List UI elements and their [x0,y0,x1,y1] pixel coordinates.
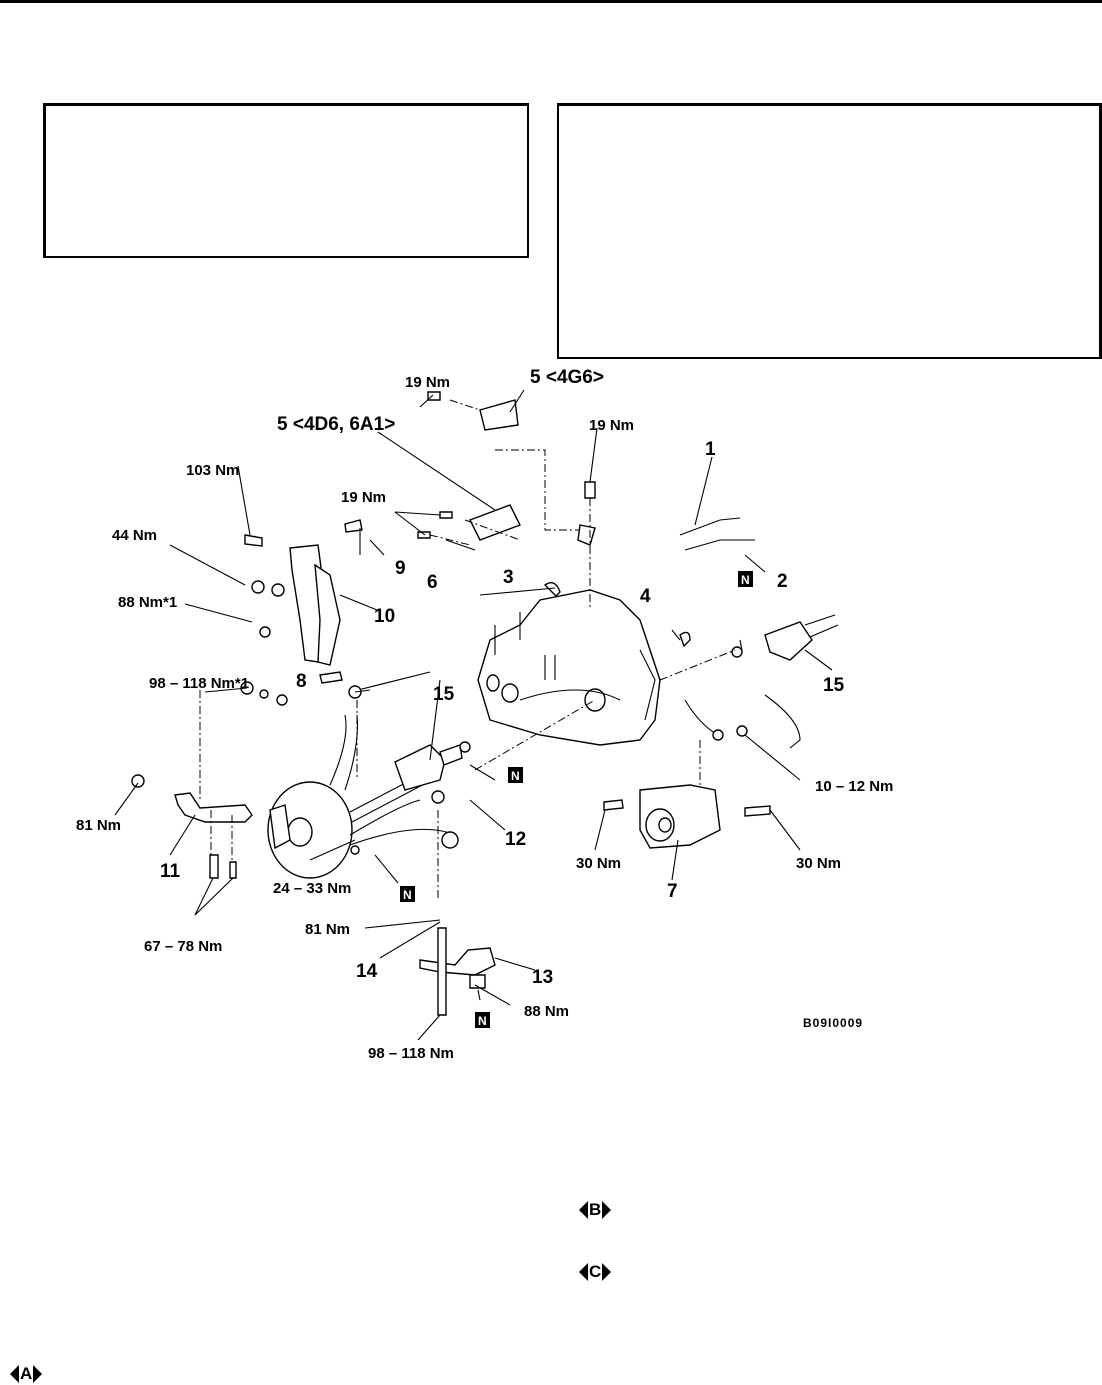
figure-code: B09I0009 [803,1016,863,1030]
leader-lines [114,389,833,1041]
callout-3: 3 [503,567,514,588]
transmission-case [477,589,661,746]
torque-98-118nm-star: 98 – 118 Nm*1 [149,675,249,692]
hub-assembly [267,714,463,879]
triangle-right-icon [602,1263,612,1281]
svg-text:N: N [741,573,750,587]
callout-7: 7 [667,881,678,902]
svg-text:N: N [403,888,412,902]
exploded-diagram: 5 <4G6> 5 <4D6, 6A1> 1 2 3 4 6 7 8 9 10 … [76,367,893,1062]
triangle-right-icon [33,1365,43,1383]
callout-9: 9 [395,558,406,579]
assembly-lines [199,399,736,900]
reference-marker-c: C [579,1263,612,1281]
torque-30nm-left: 30 Nm [576,855,621,872]
bracket-13 [419,927,496,1016]
starter-motor [603,784,771,849]
info-box-left [43,103,529,258]
callout-2: 2 [777,571,788,592]
torque-19nm-top: 19 Nm [405,374,450,391]
torque-19nm-right: 19 Nm [589,417,634,434]
torque-10-12nm: 10 – 12 Nm [815,778,893,795]
page-header-rule [0,0,1102,3]
info-box-right [557,103,1102,359]
torque-98-118nm: 98 – 118 Nm [368,1045,454,1062]
callout-13: 13 [532,967,553,988]
callout-15-right: 15 [823,675,845,696]
callout-5-4d6-6a1: 5 <4D6, 6A1> [277,414,395,435]
bracket-11 [174,792,253,879]
triangle-left-icon [579,1263,588,1281]
cables-and-hoses [543,517,801,749]
fasteners [131,580,471,855]
svg-text:N: N [511,769,520,783]
triangle-left-icon [10,1365,19,1383]
drive-shaft-right [731,614,839,661]
triangle-right-icon [602,1201,612,1219]
callout-8: 8 [296,671,307,692]
callout-10: 10 [374,606,395,627]
torque-19nm-mid: 19 Nm [341,489,386,506]
tie-rod-end [344,519,431,699]
callout-6: 6 [427,572,438,593]
new-part-badge: N [738,571,753,587]
callout-14: 14 [356,961,378,982]
callout-12: 12 [505,829,526,850]
callout-15-left: 15 [433,684,455,705]
torque-103nm: 103 Nm [186,462,239,479]
new-part-badge: N [400,886,415,902]
new-part-badge: N [508,767,523,783]
torque-44nm: 44 Nm [112,527,157,544]
torque-30nm-right: 30 Nm [796,855,841,872]
callout-1: 1 [705,439,716,460]
shift-cable-bracket [417,391,596,546]
torque-81nm-left: 81 Nm [76,817,121,834]
callout-5-4g6: 5 <4G6> [530,367,604,388]
reference-marker-a: A [10,1365,43,1383]
callout-11: 11 [160,861,181,882]
torque-88nm: 88 Nm [524,1003,569,1020]
reference-marker-b: B [579,1201,612,1219]
new-part-badge: N [475,1012,490,1028]
torque-67-78nm: 67 – 78 Nm [144,938,222,955]
torque-88nm-star: 88 Nm*1 [118,594,177,611]
torque-81nm-mid: 81 Nm [305,921,350,938]
callout-4: 4 [640,586,651,607]
knuckle-bracket [244,534,343,684]
svg-text:N: N [478,1014,487,1028]
torque-24-33nm: 24 – 33 Nm [273,880,351,897]
triangle-left-icon [579,1201,588,1219]
